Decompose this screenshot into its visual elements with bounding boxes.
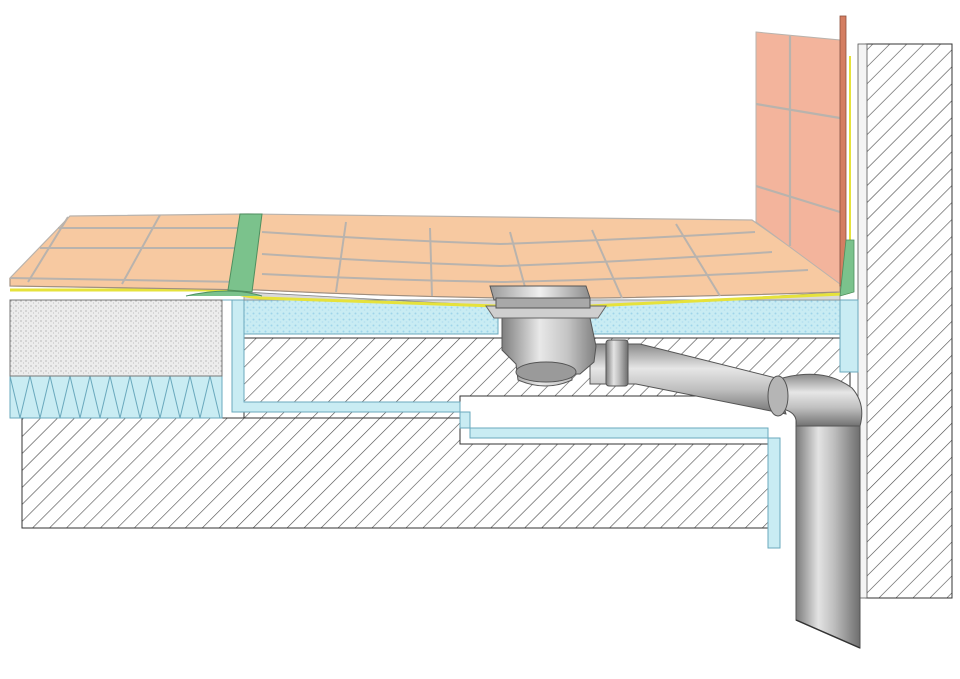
floor-tiles xyxy=(9,213,841,299)
pipe-joint xyxy=(767,375,789,417)
wall-tiles xyxy=(755,15,855,297)
masonry-wall xyxy=(857,43,953,599)
thermal-insulation xyxy=(9,375,223,419)
wall-joint-sealant xyxy=(839,239,855,297)
pipe-socket xyxy=(605,339,629,387)
drain-pipe xyxy=(589,339,789,417)
screed-layer xyxy=(9,299,223,377)
pipe-elbow xyxy=(769,373,863,427)
drain-grate xyxy=(489,285,591,309)
floor-drain xyxy=(485,305,607,387)
movement-joint-profile xyxy=(185,290,263,297)
edge-insulation xyxy=(222,299,859,549)
eps-insulation xyxy=(243,299,841,335)
drain-outlet xyxy=(515,361,577,383)
downpipe xyxy=(795,419,861,649)
